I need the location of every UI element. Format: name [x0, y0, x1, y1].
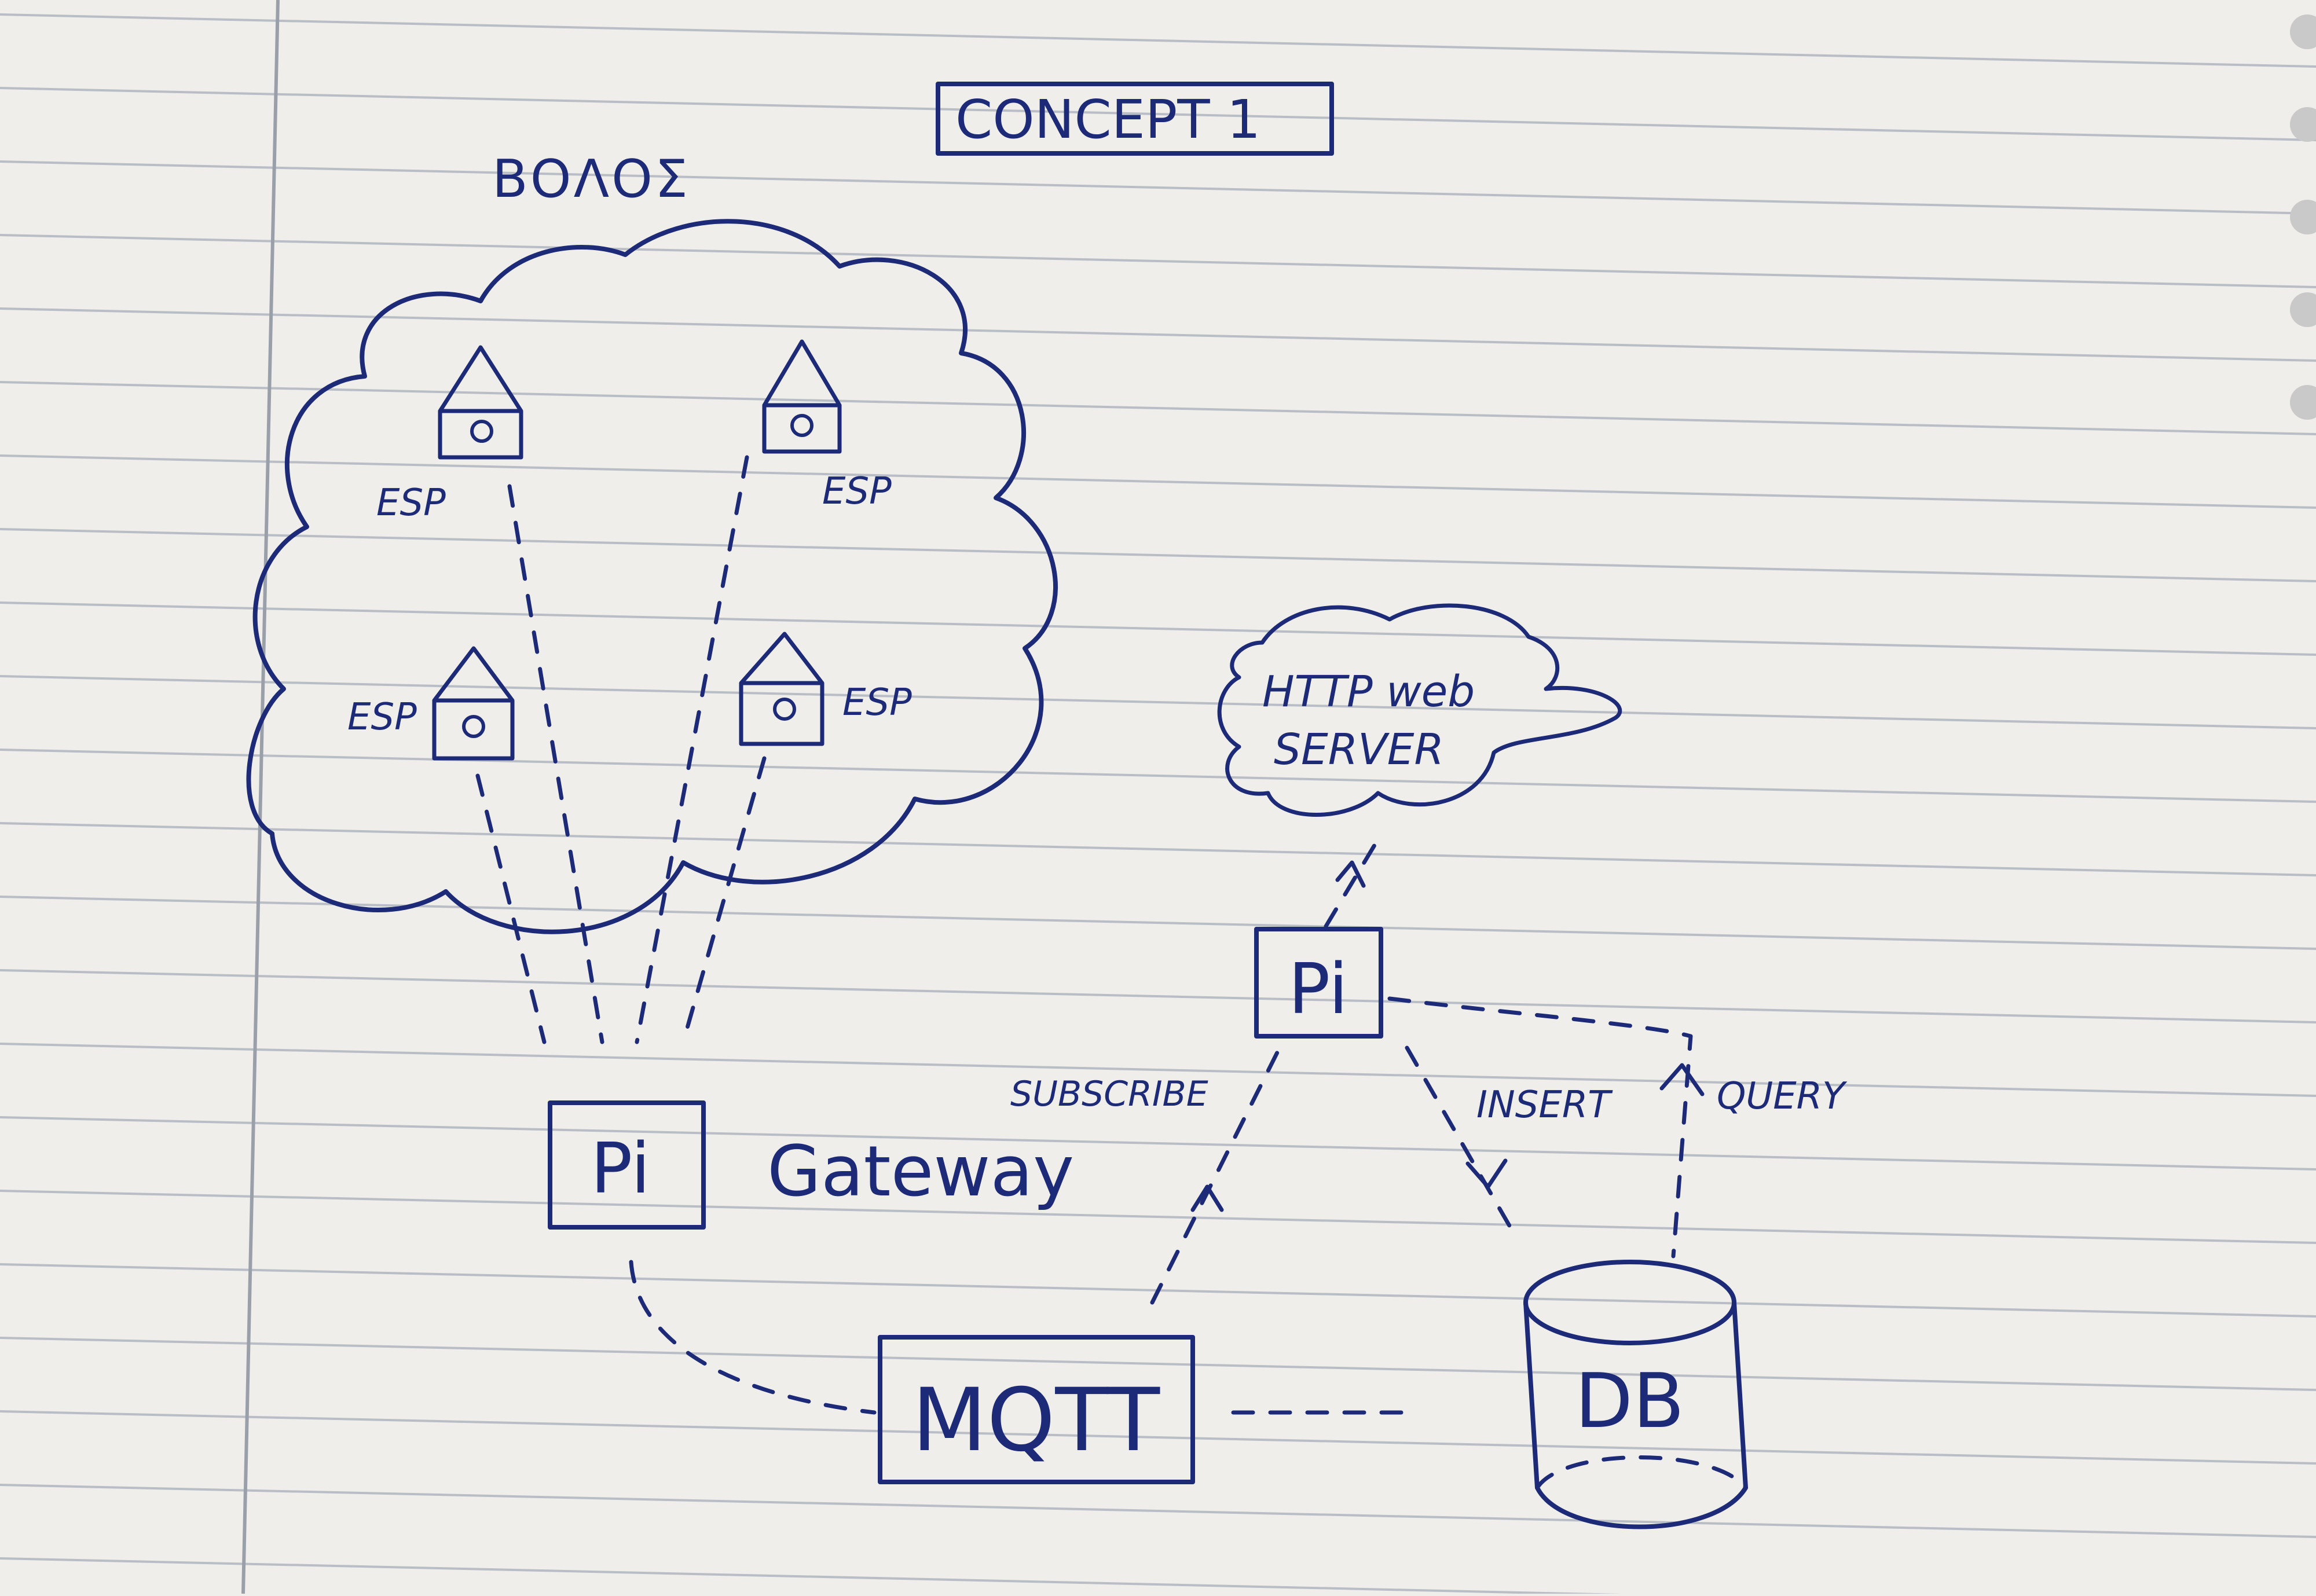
ruling-line [0, 1116, 2316, 1171]
ruling-line [0, 675, 2316, 729]
esp-label: ESP [822, 470, 892, 513]
insert-arrow [1405, 1045, 1519, 1241]
web-server-arrow [1324, 837, 1380, 929]
ruling-line [0, 307, 2316, 362]
ruling-line [0, 1190, 2316, 1244]
gateway-label: Gateway [767, 1132, 1074, 1212]
ruling-line [0, 1043, 2316, 1097]
ruling-line [0, 160, 2316, 215]
esp-label: ESP [376, 482, 446, 524]
ruling-line [0, 381, 2316, 435]
ruling-line [0, 969, 2316, 1023]
web-server-line1: HTTP web [1262, 667, 1475, 717]
notebook-rules [0, 13, 2316, 1596]
gateway-pi-box [548, 1100, 706, 1230]
web-server-cloud [1217, 603, 1622, 817]
server-pi-box [1254, 927, 1383, 1039]
ruling-line [0, 896, 2316, 950]
title-text: CONCEPT 1 [955, 89, 1260, 151]
region-label: ΒΟΛΟΣ [492, 149, 690, 210]
ruling-line [0, 528, 2316, 582]
web-server-line2: SERVER [1274, 725, 1444, 775]
ruling-line [0, 601, 2316, 656]
house-icon [438, 345, 523, 460]
house-icon [762, 339, 842, 454]
ruling-line [0, 1337, 2316, 1391]
mqtt-box [878, 1335, 1195, 1484]
subscribe-label: SUBSCRIBE [1010, 1074, 1208, 1114]
gateway-mqtt-link [629, 1260, 877, 1415]
ruling-line [0, 1557, 1724, 1596]
query-arrow [1387, 996, 1705, 1259]
db-label: DB [1575, 1357, 1684, 1445]
region-cloud [246, 219, 1058, 934]
ruling-line [0, 1484, 2316, 1538]
server-pi-label: Pi [1288, 949, 1348, 1030]
spiral-binding [2290, 14, 2316, 420]
insert-label: INSERT [1476, 1084, 1613, 1127]
esp-label: ESP [842, 681, 912, 724]
ruling-line [0, 454, 2316, 509]
mqtt-label: MQTT [912, 1370, 1160, 1471]
house-icon [432, 646, 515, 761]
ruling-line [0, 234, 2316, 288]
ruling-line [0, 13, 2316, 68]
ruling-line [0, 1410, 2316, 1465]
ruling-line [0, 749, 2316, 803]
ruling-line [0, 87, 2316, 141]
subscribe-arrow [1150, 1045, 1282, 1305]
ruling-line [0, 822, 2316, 876]
esp-gateway-links [475, 455, 767, 1044]
house-icon [739, 632, 824, 746]
gateway-pi-label: Pi [591, 1129, 650, 1209]
db-cylinder [1523, 1260, 1748, 1529]
esp-label: ESP [347, 696, 417, 739]
query-label: QUERY [1717, 1075, 1848, 1118]
margin-line [241, 0, 280, 1594]
title-box [936, 82, 1334, 156]
